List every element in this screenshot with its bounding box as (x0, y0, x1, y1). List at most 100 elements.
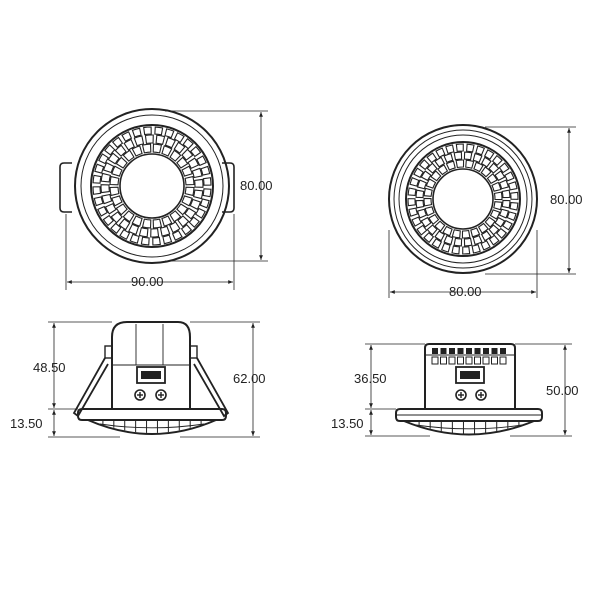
dome-inner-curve (415, 424, 523, 430)
lens-segment (477, 222, 489, 234)
lens-segment (188, 216, 200, 228)
terminal-cell (474, 356, 481, 365)
lens-segments (407, 143, 519, 255)
lens-segment (423, 197, 433, 207)
lens-segment (161, 215, 173, 227)
recessed-top-view (59, 108, 235, 264)
lens-segment (408, 207, 419, 217)
lens-segment (140, 236, 150, 246)
terminal-pin (491, 348, 498, 354)
lens-segment (423, 231, 435, 244)
lens-segment (115, 203, 128, 216)
lens-segment (98, 153, 110, 165)
dome-segments (99, 421, 205, 433)
dim-height-label: 80.00 (550, 192, 583, 207)
lens-segment (413, 167, 424, 179)
lens-segment (445, 144, 455, 155)
dim-total-label: 62.00 (233, 371, 266, 386)
surface-top-view (388, 124, 538, 274)
lens-segment (202, 177, 212, 186)
terminal-pin (457, 348, 464, 354)
lens-segment (488, 224, 500, 236)
dim-total-label: 50.00 (546, 383, 579, 398)
lens-segment (93, 196, 104, 207)
lens-segment (415, 189, 425, 199)
terminal-cell (448, 356, 456, 365)
lens-segment (434, 230, 446, 242)
lens-segment (176, 203, 189, 216)
lens-segment (411, 216, 422, 227)
terminal-pin (440, 348, 447, 354)
lens-segment (501, 199, 511, 209)
lens-segment (453, 237, 463, 247)
lens-segment (407, 187, 417, 196)
lens-segment (472, 152, 483, 164)
dim-surface-top: 80.00 80.00 (388, 126, 583, 299)
lens-segment (152, 143, 163, 154)
lens-segment (491, 181, 502, 192)
terminal-pin (474, 348, 481, 354)
lens-segment (416, 208, 428, 219)
terminal-cell (431, 356, 439, 365)
lens-ring-outer (405, 141, 521, 257)
lens-segment (122, 210, 135, 223)
lens-segment (169, 210, 182, 223)
lens-segment (480, 166, 492, 178)
lens-dome (403, 420, 535, 436)
lens-segment (416, 224, 428, 236)
lens-segment (184, 175, 195, 186)
lens-segment (104, 144, 116, 156)
outer-housing (388, 124, 538, 274)
lens-segment (507, 181, 518, 191)
lens-segment (453, 151, 463, 161)
lens-segment (498, 179, 510, 190)
lens-segment (475, 145, 486, 156)
terminal-pin (483, 348, 489, 354)
lens-segment (488, 234, 500, 246)
lens-segment (173, 141, 186, 154)
lens-segment (141, 218, 152, 229)
lens-segment (104, 202, 117, 215)
lens-segment (100, 172, 111, 183)
lens-segment (107, 152, 120, 165)
spring-clip-right (193, 357, 230, 418)
lens-segment (111, 136, 124, 149)
lens-segment (121, 131, 133, 142)
terminal-pin (466, 348, 472, 354)
lens-segment (420, 216, 432, 228)
lens-segment (100, 184, 110, 194)
lens-segment (184, 186, 195, 197)
dim-width-label: 90.00 (131, 274, 164, 289)
lens-segment (144, 134, 154, 144)
terminal-cell (499, 356, 507, 365)
screw-left (134, 389, 146, 401)
lens-segment (445, 160, 456, 171)
lens-segment (435, 147, 446, 158)
lens-segment (155, 134, 166, 145)
lens-segment (127, 223, 140, 236)
lens-segment (461, 229, 471, 239)
lens-segment (123, 138, 136, 151)
dim-recessed-side: 48.50 13.50 62.00 (10, 321, 266, 438)
lens-segment (159, 225, 171, 237)
lens-segment (434, 156, 446, 168)
dim-surface-side: 36.50 13.50 50.00 (331, 343, 579, 437)
lens-ring-inner (119, 153, 185, 219)
housing-ring (398, 134, 528, 264)
lens-segment (154, 126, 164, 136)
lens-segment (451, 245, 460, 255)
lens-segment (489, 209, 501, 220)
terminal-block (136, 366, 166, 384)
lens-segment (122, 149, 135, 162)
lens-dome (87, 419, 217, 435)
lens-segment (115, 156, 128, 169)
lens-segment (94, 163, 105, 174)
lens-segment (181, 195, 193, 207)
lens-segment (430, 170, 442, 182)
dim-body-label: 36.50 (354, 371, 387, 386)
lens-ring-outer (90, 124, 214, 248)
lens-segment (466, 143, 475, 153)
lens-segment (162, 234, 173, 245)
dim-flange-label: 13.50 (331, 416, 364, 431)
lens-segment (200, 165, 211, 176)
